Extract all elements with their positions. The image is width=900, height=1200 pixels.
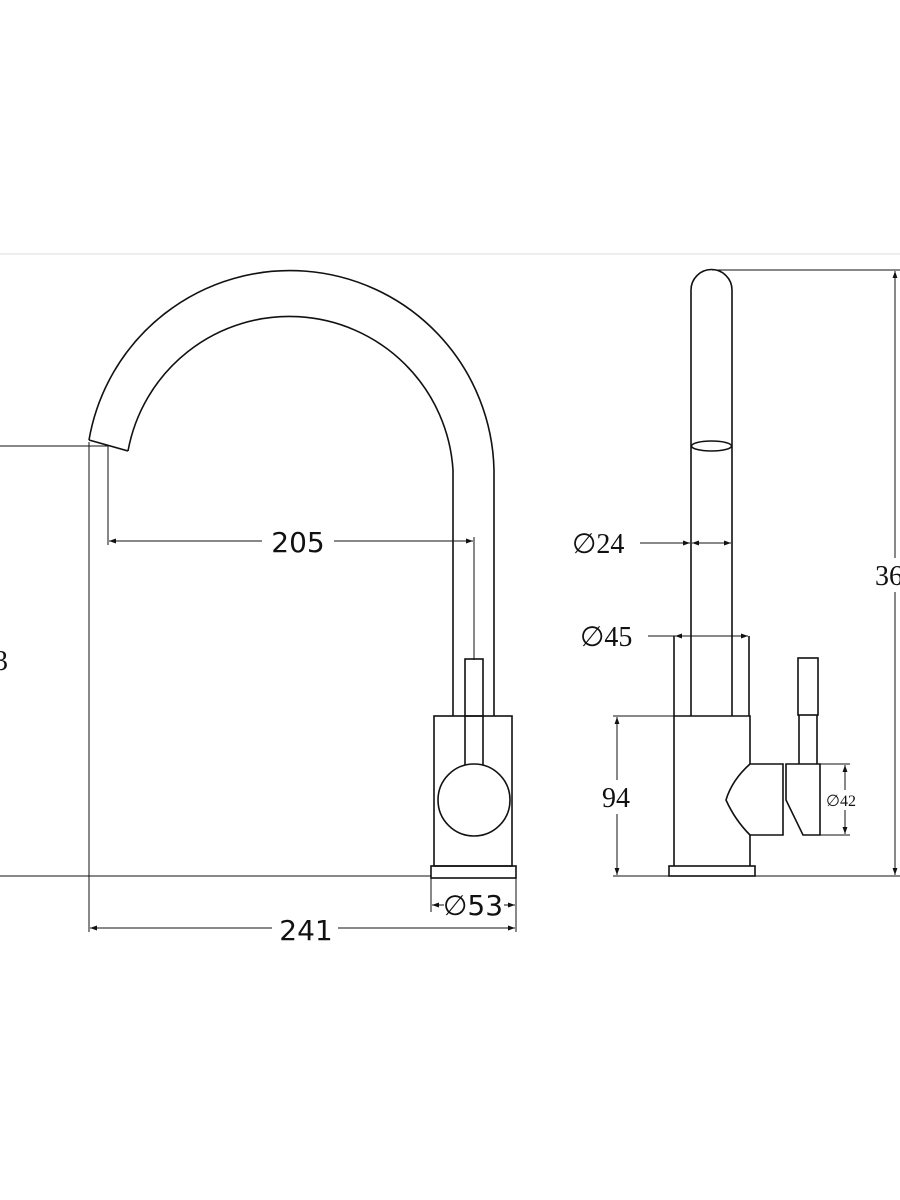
dimension-label-overall-height: 36	[875, 561, 900, 592]
dimension-label-24: ∅24	[572, 529, 624, 560]
handle-base	[725, 763, 784, 836]
spout-outer	[88, 269, 495, 716]
side-lever-cap	[797, 657, 819, 716]
spout-inner	[127, 315, 454, 716]
dimension-label-205: 205	[271, 526, 324, 559]
dimension-label-45: ∅45	[580, 622, 632, 653]
partial-height-label: 3	[0, 646, 8, 677]
dimension-label-241: 241	[279, 914, 332, 947]
side-lever-block	[785, 763, 821, 836]
handle-hub	[437, 763, 511, 837]
spout-tip	[88, 439, 129, 452]
dimension-label-94: 94	[602, 783, 630, 814]
side-body	[673, 715, 751, 866]
spout-joint	[690, 440, 733, 452]
lever-handle	[464, 658, 484, 717]
dimension-label-42: ∅42	[826, 793, 856, 810]
front-view: 205 ∅53 241 3	[0, 269, 517, 947]
spout-tube	[690, 268, 733, 716]
side-lever-stem	[798, 715, 818, 764]
dimension-label-53: ∅53	[443, 889, 503, 922]
side-base-plate	[668, 865, 756, 877]
side-view: ∅24 ∅45 ∅42 94 36	[572, 268, 900, 877]
base-plate	[430, 865, 517, 879]
